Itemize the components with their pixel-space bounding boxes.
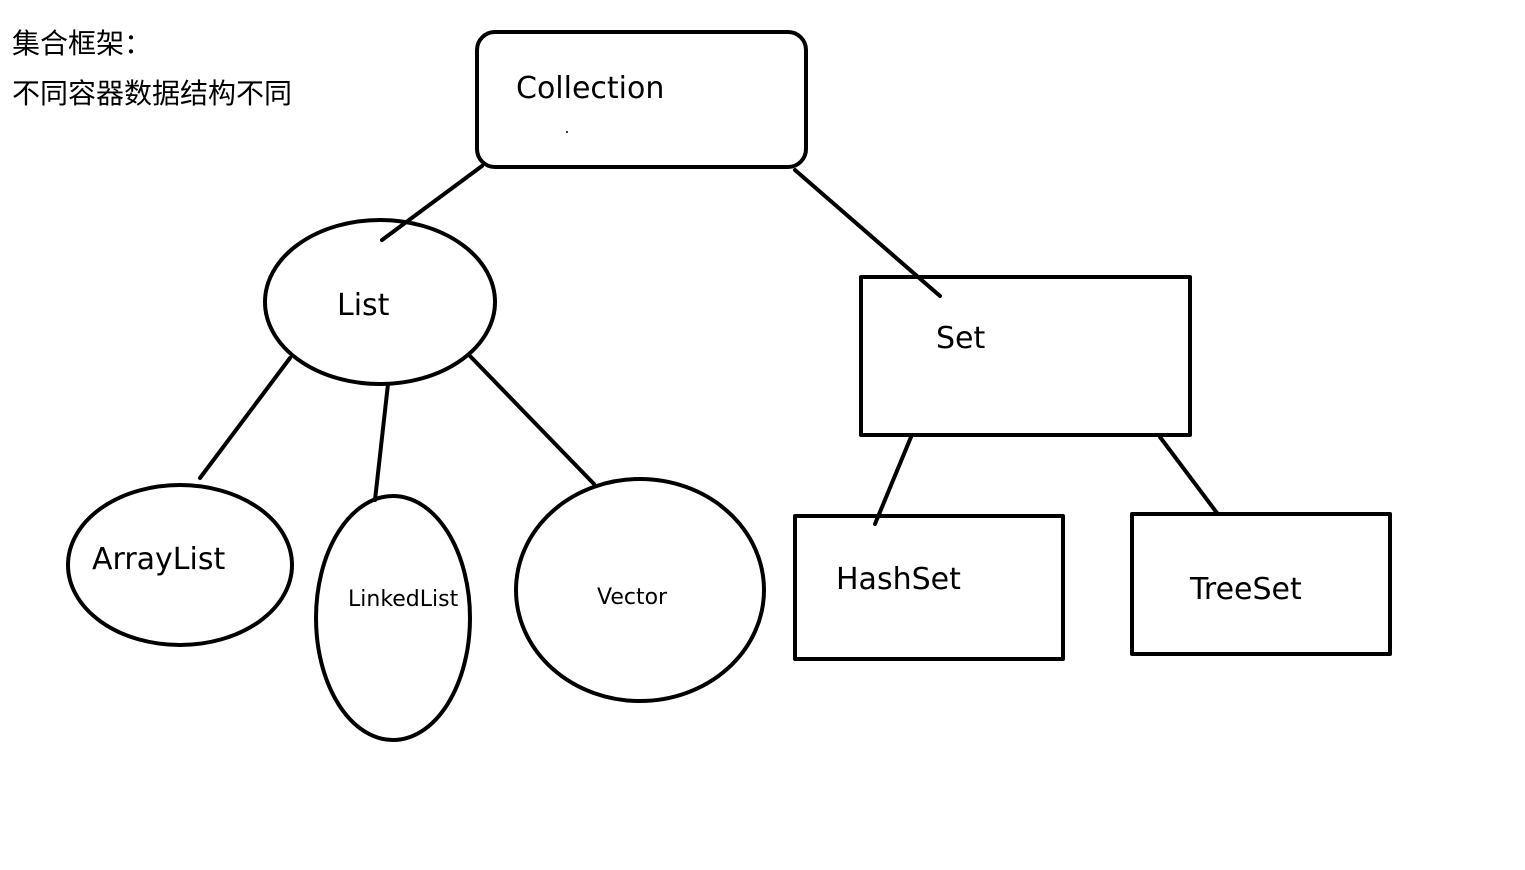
node-list-label: List <box>337 288 390 323</box>
node-collection-label: Collection <box>516 71 664 106</box>
edge-list-arraylist <box>198 356 292 480</box>
node-hashset-label: HashSet <box>836 562 961 597</box>
node-linkedlist-ellipse <box>314 494 472 742</box>
node-vector-ellipse <box>514 477 766 703</box>
node-set-box <box>859 275 1192 437</box>
edge-collection-list <box>380 164 484 242</box>
node-set-label: Set <box>936 321 986 356</box>
edge-set-hashset <box>873 435 913 526</box>
node-vector-label: Vector <box>597 585 668 610</box>
edge-set-treeset <box>1158 435 1219 515</box>
diagram-note-description: 不同容器数据结构不同 <box>12 77 293 110</box>
node-hashset-box <box>793 514 1065 661</box>
node-list-ellipse <box>263 218 497 386</box>
node-arraylist-ellipse <box>66 483 294 647</box>
diagram-note-title: 集合框架： <box>12 27 153 60</box>
node-arraylist-label: ArrayList <box>92 542 225 577</box>
node-linkedlist-label: LinkedList <box>348 587 459 612</box>
node-treeset-label: TreeSet <box>1189 572 1302 607</box>
edge-list-linkedlist <box>373 382 390 502</box>
node-treeset-box <box>1130 512 1392 656</box>
edge-list-vector <box>468 354 596 486</box>
stray-dot <box>566 131 568 133</box>
node-collection-box <box>475 30 808 169</box>
